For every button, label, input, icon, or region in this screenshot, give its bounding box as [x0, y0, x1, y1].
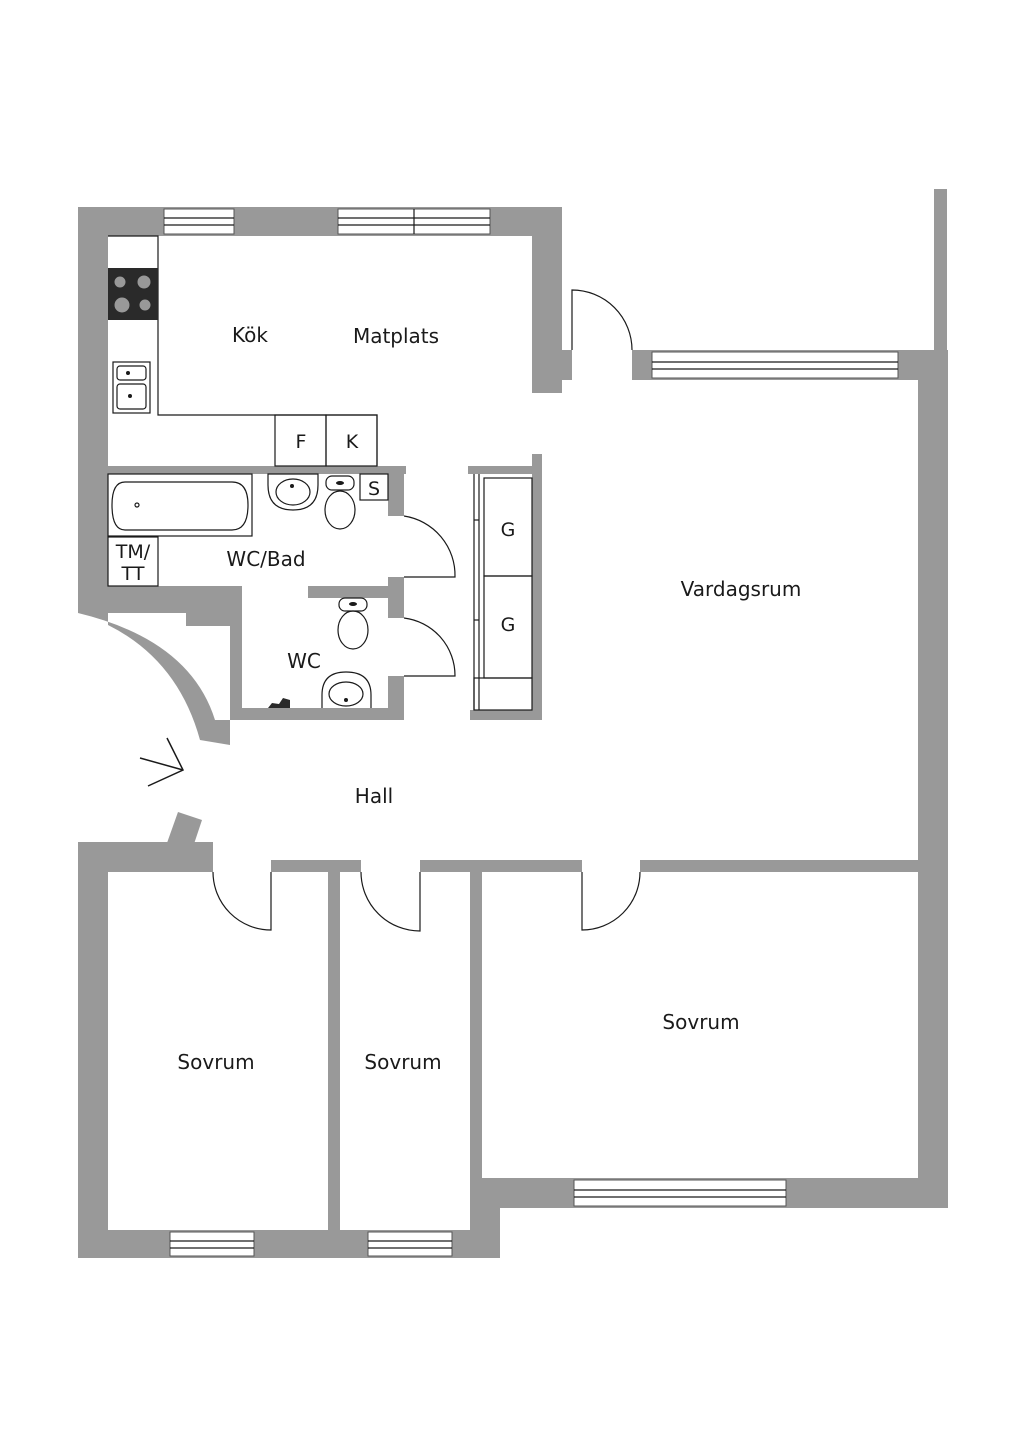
kitchen-sink-icon: [112, 361, 151, 414]
washer-dryer: [107, 536, 159, 587]
walls: [78, 189, 948, 1258]
bathroom-door: [403, 515, 456, 578]
room-label-sovrum-2: Sovrum: [364, 1050, 441, 1074]
freezer: [325, 414, 378, 467]
wc-fixtures: [268, 597, 372, 708]
room-label-sovrum-1: Sovrum: [177, 1050, 254, 1074]
room-label-vardagsrum: Vardagsrum: [681, 577, 802, 601]
fixture-label-washer-line1: TM/: [115, 541, 151, 563]
floor-drain-icon: [268, 698, 290, 708]
fixture-labels: F K S G G TM/ TT: [115, 431, 516, 636]
bathroom-fixtures: [107, 473, 389, 587]
bath-washbasin-icon: [267, 473, 319, 511]
bedroom-1-door: [212, 871, 272, 931]
room-label-hall: Hall: [355, 784, 393, 808]
fixture-label-wardrobe-2: G: [501, 614, 516, 636]
bedroom-3-door: [581, 871, 641, 931]
fixture-label-washer-line2: TT: [121, 563, 145, 585]
fixture-label-fridge: F: [296, 431, 307, 453]
fixture-label-cabinet: S: [368, 478, 380, 500]
fixture-label-freezer: K: [346, 431, 359, 453]
doors: [139, 289, 641, 932]
wardrobes: [473, 474, 533, 711]
bathtub-icon: [107, 473, 253, 537]
bedroom-2-door: [360, 871, 421, 932]
wc-door: [403, 617, 456, 677]
balcony-door: [571, 289, 633, 351]
entrance-arrow: [139, 737, 185, 787]
cabinet-s: [359, 473, 389, 501]
windows: [163, 208, 899, 1257]
bath-toilet-icon: [324, 475, 356, 530]
room-labels: Kök Matplats WC/Bad WC Vardagsrum Hall S…: [177, 323, 801, 1074]
room-label-wc-bad: WC/Bad: [226, 547, 305, 571]
room-label-sovrum-3: Sovrum: [662, 1010, 739, 1034]
room-label-wc: WC: [287, 649, 321, 673]
room-label-kok: Kök: [232, 323, 268, 347]
wc-toilet-icon: [337, 597, 369, 650]
wc-washbasin-icon: [321, 671, 372, 708]
kitchen-fixtures: [108, 235, 378, 467]
room-label-matplats: Matplats: [353, 324, 439, 348]
stove-icon: [108, 268, 158, 320]
fixture-label-wardrobe-1: G: [501, 519, 516, 541]
